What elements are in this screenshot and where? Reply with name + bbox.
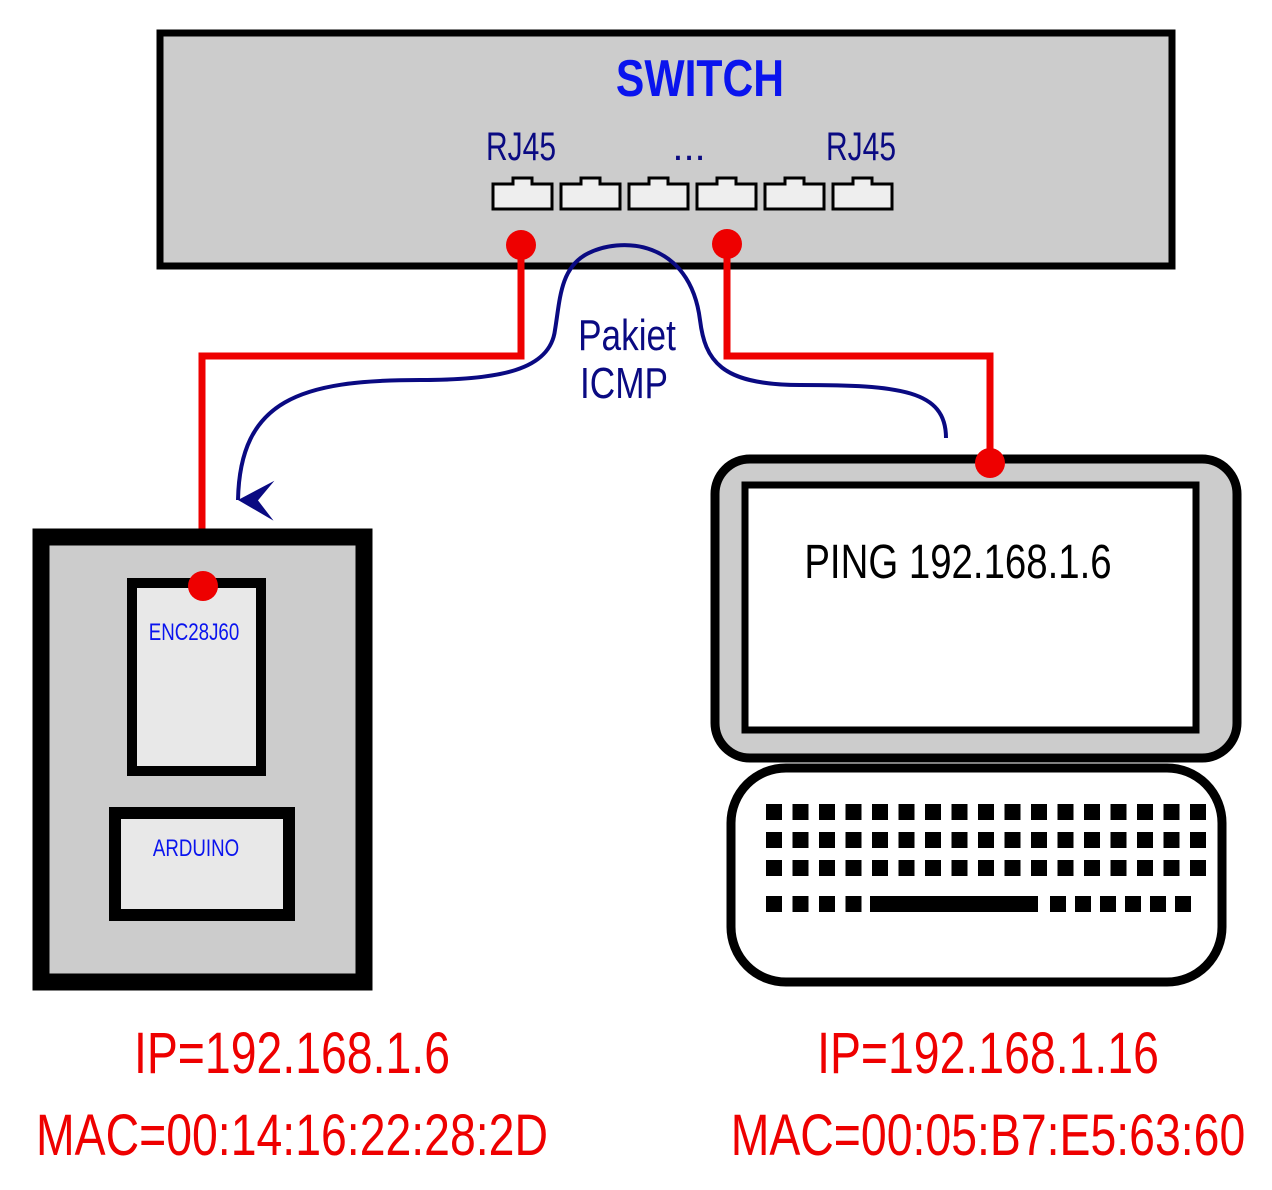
- laptop-device: PING 192.168.1.6: [710, 454, 1242, 987]
- keyboard-key: [1057, 804, 1074, 820]
- keyboard-key: [1057, 860, 1074, 876]
- keyboard-key: [1190, 804, 1206, 820]
- keyboard-key: [1084, 832, 1100, 848]
- spacebar-key: [870, 896, 1038, 912]
- keyboard-key: [1110, 832, 1127, 848]
- keyboard-key: [1137, 804, 1153, 820]
- keyboard-key: [1125, 896, 1141, 912]
- keyboard-key: [1150, 896, 1166, 912]
- switch-port-dot-right: [712, 229, 742, 259]
- rj45-port-icon: [763, 176, 826, 211]
- ping-command: PING 192.168.1.6: [804, 536, 1111, 589]
- enc28j60-label: ENC28J60: [149, 619, 240, 646]
- keyboard-key: [872, 860, 888, 876]
- keyboard-key: [1190, 860, 1206, 876]
- keyboard-key: [925, 860, 941, 876]
- keyboard-key: [792, 860, 809, 876]
- rj45-port-icon: [559, 176, 622, 211]
- keyboard-key: [951, 832, 968, 848]
- keyboard-key: [1084, 804, 1100, 820]
- keyboard-key: [898, 832, 915, 848]
- keyboard-key: [1084, 860, 1100, 876]
- keyboard-key: [951, 804, 968, 820]
- keyboard-key: [1057, 832, 1074, 848]
- keyboard-key: [819, 832, 835, 848]
- keyboard-key: [872, 832, 888, 848]
- keyboard-key: [1163, 860, 1180, 876]
- keyboard-key: [819, 896, 835, 912]
- laptop-base: [726, 763, 1227, 987]
- rj45-port-icon: [627, 176, 690, 211]
- keyboard-key: [1004, 860, 1021, 876]
- keyboard-key: [1075, 896, 1091, 912]
- keyboard-key: [978, 804, 994, 820]
- rj45-port-icon: [831, 176, 894, 211]
- keyboard-key: [951, 860, 968, 876]
- enc28j60-port-dot: [188, 571, 218, 601]
- keyboard: [766, 804, 1206, 912]
- keyboard-key: [1100, 896, 1116, 912]
- keyboard-key: [1163, 804, 1180, 820]
- packet-label-line2: ICMP: [580, 359, 668, 408]
- rj45-ports: [491, 176, 894, 211]
- cable-left: [198, 245, 525, 585]
- right-mac-label: MAC=00:05:B7:E5:63:60: [731, 1103, 1246, 1168]
- icmp-packet-path: [236, 243, 948, 521]
- port-label-left: RJ45: [486, 125, 556, 169]
- keyboard-key: [766, 860, 782, 876]
- laptop-screen: [741, 481, 1200, 734]
- keyboard-key: [872, 804, 888, 820]
- rj45-port-icon: [491, 176, 554, 211]
- switch-body: [156, 29, 1176, 270]
- enc28j60-module: [127, 578, 266, 776]
- keyboard-key: [925, 832, 941, 848]
- keyboard-key: [1137, 860, 1153, 876]
- keyboard-key: [1050, 896, 1066, 912]
- keyboard-key: [978, 860, 994, 876]
- keyboard-key: [766, 832, 782, 848]
- switch-title: SWITCH: [616, 50, 784, 108]
- keyboard-key: [845, 832, 862, 848]
- keyboard-key: [978, 832, 994, 848]
- keyboard-key: [1110, 860, 1127, 876]
- packet-label-line1: Pakiet: [578, 311, 676, 360]
- port-label-right: RJ45: [826, 125, 896, 169]
- keyboard-key: [845, 860, 862, 876]
- keyboard-key: [1110, 804, 1127, 820]
- keyboard-key: [845, 896, 862, 912]
- switch-port-dot-left: [506, 230, 536, 260]
- keyboard-key: [792, 804, 809, 820]
- keyboard-key: [1190, 832, 1206, 848]
- keyboard-key: [1004, 804, 1021, 820]
- keyboard-key: [819, 860, 835, 876]
- keyboard-key: [1175, 896, 1191, 912]
- keyboard-key: [766, 896, 782, 912]
- left-ip-label: IP=192.168.1.6: [134, 1021, 450, 1086]
- arduino-board: [109, 807, 295, 921]
- keyboard-key: [1031, 860, 1047, 876]
- right-ip-label: IP=192.168.1.16: [817, 1021, 1159, 1086]
- keyboard-key: [792, 832, 809, 848]
- cable-right: [723, 244, 994, 463]
- laptop-port-dot: [975, 448, 1005, 478]
- keyboard-key: [1031, 832, 1047, 848]
- keyboard-key: [1031, 804, 1047, 820]
- rj45-port-icon: [695, 176, 758, 211]
- keyboard-key: [819, 804, 835, 820]
- keyboard-key: [898, 860, 915, 876]
- keyboard-key: [845, 804, 862, 820]
- arduino-label: ARDUINO: [153, 835, 239, 862]
- keyboard-key: [1137, 832, 1153, 848]
- keyboard-key: [1004, 832, 1021, 848]
- keyboard-key: [1163, 832, 1180, 848]
- keyboard-key: [925, 804, 941, 820]
- keyboard-key: [898, 804, 915, 820]
- port-ellipsis: ...: [672, 125, 705, 169]
- left-mac-label: MAC=00:14:16:22:28:2D: [36, 1103, 548, 1168]
- arduino-device: ENC28J60 ARDUINO: [32, 528, 373, 991]
- keyboard-key: [766, 804, 782, 820]
- keyboard-key: [792, 896, 809, 912]
- switch-device: SWITCH RJ45 ... RJ45: [156, 29, 1176, 270]
